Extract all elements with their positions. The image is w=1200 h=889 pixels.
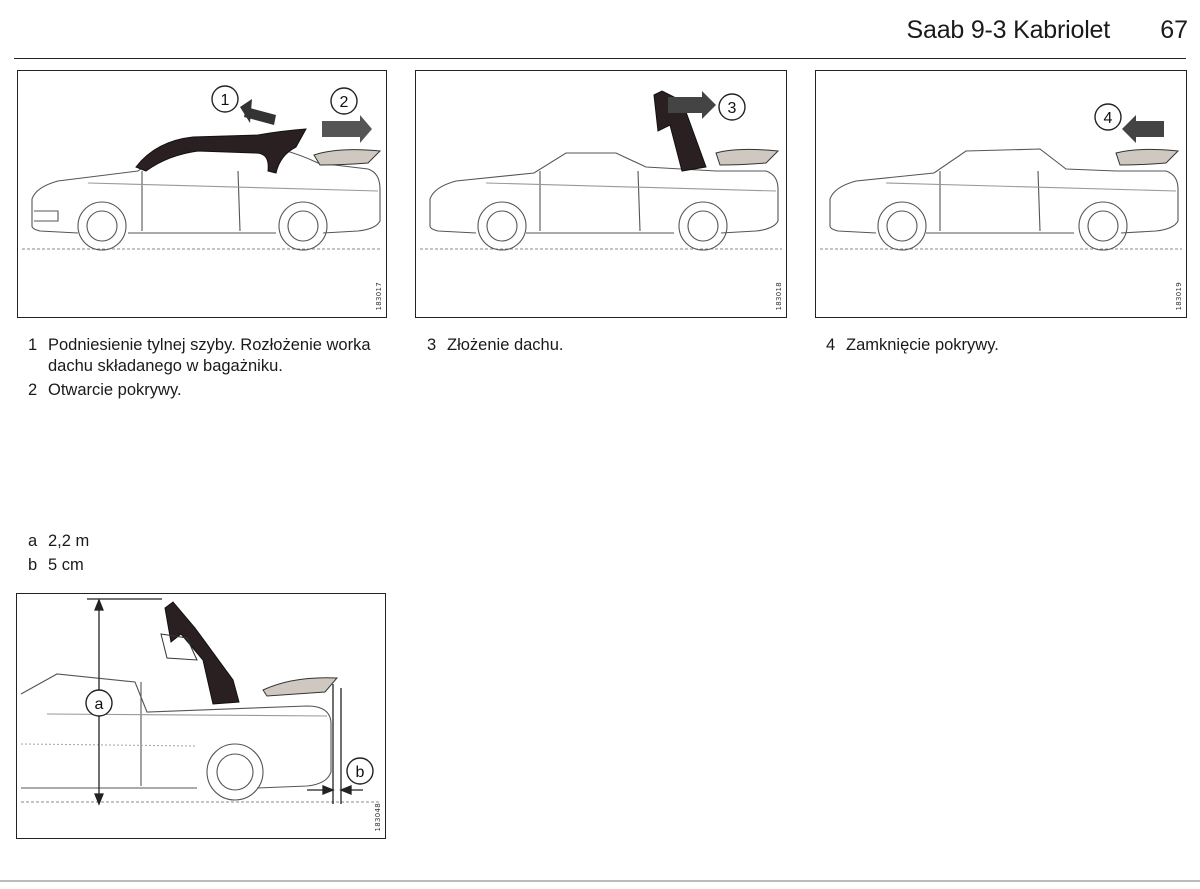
figure-code: 183019 <box>1175 282 1183 311</box>
dimension-item: a 2,2 m <box>28 529 228 553</box>
dimension-value: 5 cm <box>48 556 84 574</box>
caption-number: 2 <box>28 381 38 399</box>
figure-clearance-dimensions: a b 183048 <box>16 593 386 839</box>
dimension-item: b 5 cm <box>28 553 228 577</box>
caption-item: 2 Otwarcie pokrywy. <box>28 380 398 401</box>
dimension-value: 2,2 m <box>48 532 90 550</box>
caption-figure-2: 3 Złożenie dachu. <box>427 335 787 356</box>
figure-code: 183048 <box>374 803 382 832</box>
caption-text: Podniesienie tylnej szyby. Rozłożenie wo… <box>48 336 371 375</box>
caption-figure-3: 4 Zamknięcie pokrywy. <box>826 335 1186 356</box>
page-bottom-edge <box>0 880 1200 882</box>
callout-4: 4 <box>1104 110 1113 127</box>
figure-code: 183018 <box>775 282 783 311</box>
folding-roof-shape <box>653 90 707 172</box>
figure-code: 183017 <box>375 282 383 311</box>
caption-item: 4 Zamknięcie pokrywy. <box>826 335 1186 356</box>
arrow-icon <box>240 99 372 143</box>
folding-roof-shape <box>135 128 307 174</box>
caption-number: 4 <box>826 336 836 354</box>
figure-fold-roof: 3 183018 <box>415 70 787 318</box>
callout-3: 3 <box>728 100 737 117</box>
figure-close-lid: 4 183019 <box>815 70 1187 318</box>
callout-2: 2 <box>340 94 349 111</box>
arrow-icon <box>1122 115 1164 143</box>
callout-a: a <box>95 696 104 713</box>
caption-item: 3 Złożenie dachu. <box>427 335 787 356</box>
caption-text: Otwarcie pokrywy. <box>48 381 182 399</box>
caption-figure-1: 1 Podniesienie tylnej szyby. Rozłożenie … <box>28 335 398 401</box>
caption-text: Złożenie dachu. <box>447 336 564 354</box>
figure-raise-rear-window: 1 2 183017 <box>17 70 387 318</box>
caption-text: Zamknięcie pokrywy. <box>846 336 999 354</box>
page-header-title: Saab 9-3 Kabriolet <box>906 16 1111 44</box>
header-rule <box>14 58 1186 59</box>
caption-number: 1 <box>28 336 38 354</box>
dimension-legend: a 2,2 m b 5 cm <box>28 529 228 577</box>
folding-roof-shape <box>164 601 240 705</box>
callout-1: 1 <box>221 92 230 109</box>
arrow-icon <box>668 91 716 119</box>
caption-number: 3 <box>427 336 437 354</box>
dimension-letter: a <box>28 532 38 550</box>
callout-b: b <box>356 764 365 781</box>
page-number: 67 <box>1160 16 1188 44</box>
caption-item: 1 Podniesienie tylnej szyby. Rozłożenie … <box>28 335 398 377</box>
dimension-letter: b <box>28 556 38 574</box>
